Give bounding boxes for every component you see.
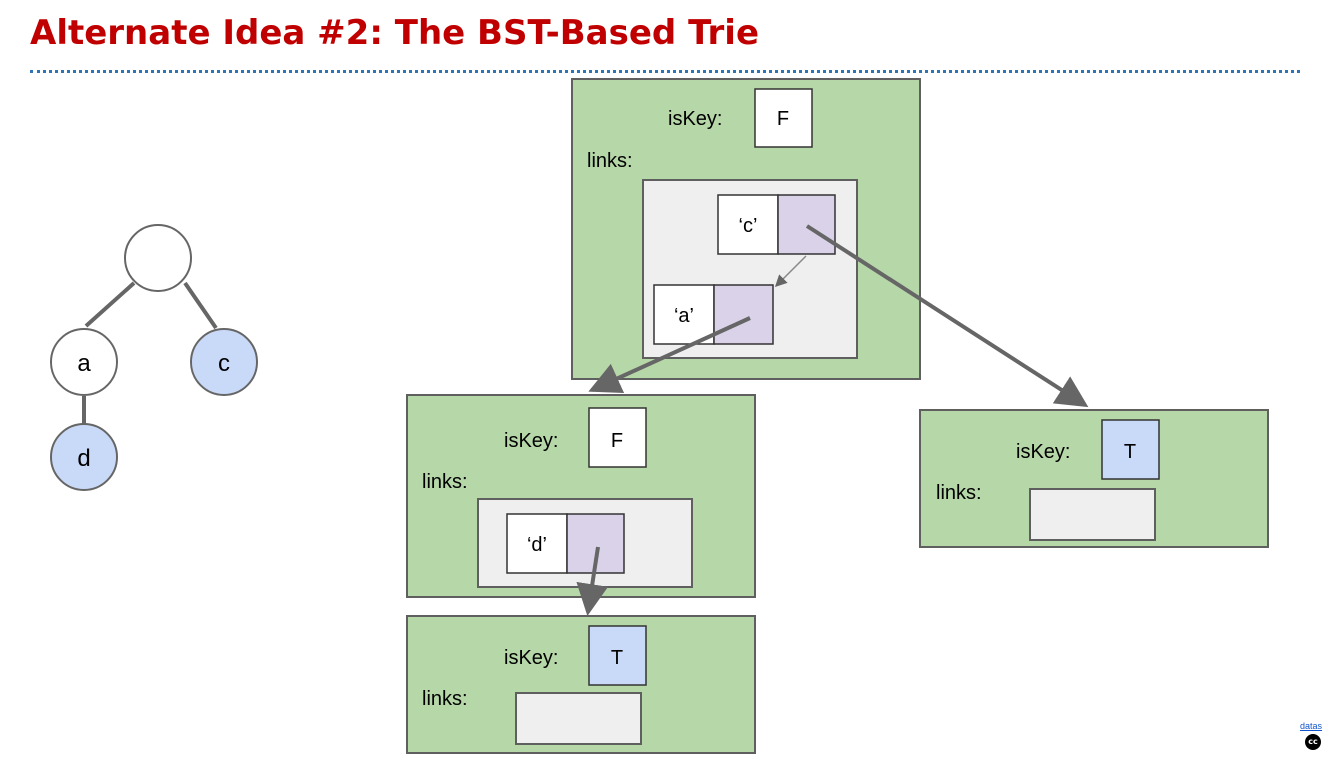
iskey-value: F [777,108,789,130]
arrow-d-to-node [576,546,609,616]
bst-entry-a-label: ‘a’ [674,305,694,327]
creative-commons-icon: cc [1305,734,1321,750]
iskey-box [1101,419,1160,480]
iskey-box [754,88,813,148]
iskey-value: T [1124,441,1136,463]
bst-entry-c-char-cell [717,194,779,255]
bst-entry-c-pointer-cell [777,194,836,255]
slide-title: Alternate Idea #2: The BST-Based Trie [30,13,760,53]
tree-node-d [50,423,118,491]
links-area [515,692,642,745]
bst-entry-a-char-cell [653,284,715,345]
arrow-c-to-node [805,224,1089,408]
iskey-box [588,625,647,686]
tree-edge-root-c [183,281,218,330]
bst-entry-d-char-cell [506,513,568,574]
trie-node-a: isKey: F links: ‘d’ [406,394,756,598]
arrow-c-left-child [774,255,807,288]
tree-node-root [124,224,192,292]
tree-edge-root-a [84,281,136,328]
title-divider [30,70,1300,73]
links-area [1029,488,1156,541]
arrow-a-to-node [588,316,751,393]
iskey-value: F [611,430,623,452]
tree-node-d-label: d [77,445,90,472]
iskey-label: isKey: [1016,441,1070,463]
tree-node-a [50,328,118,396]
bst-entry-d-label: ‘d’ [527,534,547,556]
simple-trie-tree: a c d [50,224,258,491]
trie-node-d: isKey: T links: [406,615,756,754]
footer-link[interactable]: datas [1300,721,1323,731]
iskey-box [588,407,647,468]
links-label: links: [936,482,982,504]
bst-entry-c-label: ‘c’ [739,215,758,237]
links-label: links: [422,471,468,493]
iskey-label: isKey: [504,430,558,452]
iskey-value: T [611,647,623,669]
tree-node-c [190,328,258,396]
bst-entry-a-pointer-cell [713,284,774,345]
tree-node-c-label: c [218,350,230,377]
links-label: links: [422,688,468,710]
links-label: links: [587,150,633,172]
tree-node-a-label: a [77,350,91,377]
iskey-label: isKey: [504,647,558,669]
trie-node-root: isKey: F links: ‘c’ ‘a’ [571,78,921,380]
trie-node-c: isKey: T links: [919,409,1269,548]
iskey-label: isKey: [668,108,722,130]
